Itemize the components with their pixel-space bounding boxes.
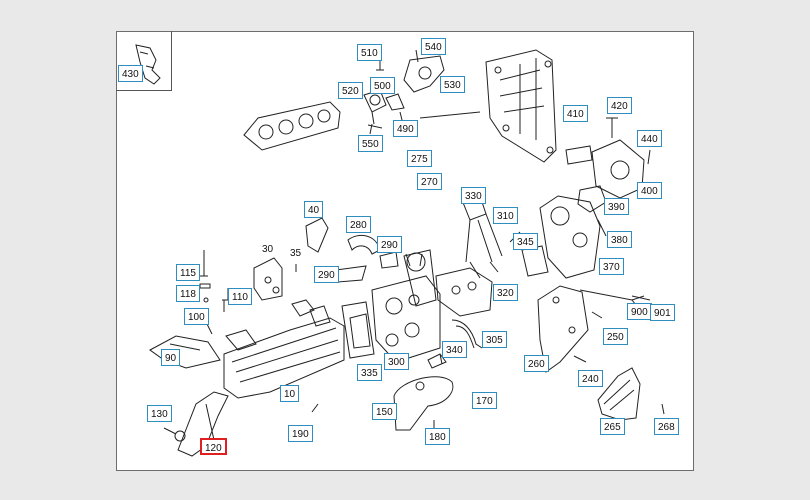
part-callout-305[interactable]: 305 (482, 331, 507, 348)
part-callout-260[interactable]: 260 (524, 355, 549, 372)
part-callout-118[interactable]: 118 (176, 285, 200, 302)
part-callout-250[interactable]: 250 (603, 328, 628, 345)
part-callout-310[interactable]: 310 (493, 207, 518, 224)
part-callout-410[interactable]: 410 (563, 105, 588, 122)
part-callout-390[interactable]: 390 (604, 198, 629, 215)
part-callout-340[interactable]: 340 (442, 341, 467, 358)
part-callout-400[interactable]: 400 (637, 182, 662, 199)
part-callout-265[interactable]: 265 (600, 418, 625, 435)
part-callout-520[interactable]: 520 (338, 82, 363, 99)
part-callout-100[interactable]: 100 (184, 308, 209, 325)
part-callout-120[interactable]: 120 (200, 438, 227, 455)
part-callout-370[interactable]: 370 (599, 258, 624, 275)
part-callout-420[interactable]: 420 (607, 97, 632, 114)
part-number-35: 35 (290, 248, 302, 259)
part-callout-510[interactable]: 510 (357, 44, 382, 61)
part-callout-540[interactable]: 540 (421, 38, 446, 55)
part-callout-440[interactable]: 440 (637, 130, 662, 147)
part-callout-150[interactable]: 150 (372, 403, 397, 420)
part-callout-40[interactable]: 40 (304, 201, 324, 218)
part-callout-268[interactable]: 268 (654, 418, 679, 435)
part-callout-10[interactable]: 10 (280, 385, 300, 402)
part-callout-130[interactable]: 130 (147, 405, 172, 422)
part-callout-180[interactable]: 180 (425, 428, 450, 445)
part-callout-280[interactable]: 280 (346, 216, 371, 233)
part-callout-290[interactable]: 290 (314, 266, 339, 283)
part-callout-300[interactable]: 300 (384, 353, 409, 370)
part-callout-430[interactable]: 430 (118, 65, 143, 82)
part-callout-900[interactable]: 900 (627, 303, 652, 320)
part-callout-275[interactable]: 275 (407, 150, 432, 167)
part-callout-330[interactable]: 330 (461, 187, 486, 204)
part-callout-530[interactable]: 530 (440, 76, 465, 93)
part-callout-335[interactable]: 335 (357, 364, 382, 381)
part-number-30: 30 (262, 244, 274, 255)
part-callout-240[interactable]: 240 (578, 370, 603, 387)
part-callout-380[interactable]: 380 (607, 231, 632, 248)
part-callout-290[interactable]: 290 (377, 236, 402, 253)
part-callout-320[interactable]: 320 (493, 284, 518, 301)
part-callout-901[interactable]: 901 (650, 304, 675, 321)
inset-frame (116, 31, 172, 91)
part-callout-170[interactable]: 170 (472, 392, 497, 409)
part-callout-550[interactable]: 550 (358, 135, 383, 152)
part-callout-190[interactable]: 190 (288, 425, 313, 442)
part-callout-115[interactable]: 115 (176, 264, 200, 281)
diagram-sheet (116, 31, 694, 471)
part-callout-490[interactable]: 490 (393, 120, 418, 137)
part-callout-90[interactable]: 90 (161, 349, 181, 366)
part-callout-345[interactable]: 345 (513, 233, 538, 250)
part-callout-270[interactable]: 270 (417, 173, 442, 190)
part-callout-500[interactable]: 500 (370, 77, 395, 94)
part-callout-110[interactable]: 110 (228, 288, 252, 305)
